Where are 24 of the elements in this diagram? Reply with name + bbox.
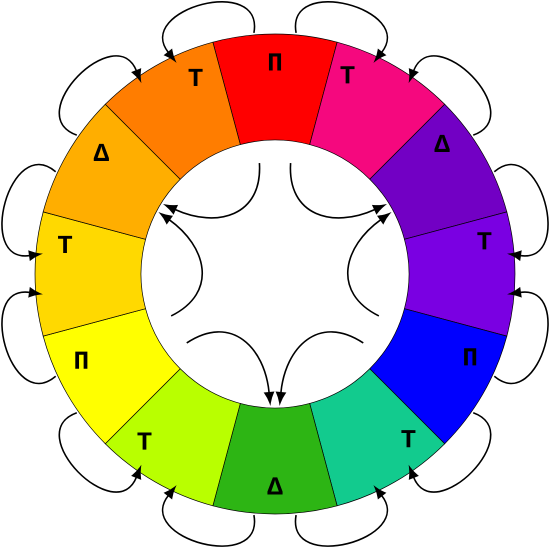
- color-segment: Т: [404, 212, 516, 336]
- arrow: [276, 331, 364, 404]
- color-segment: П: [212, 34, 338, 145]
- arrow: [295, 486, 388, 547]
- arrow: [165, 163, 260, 219]
- arrow: [408, 56, 492, 136]
- arrow: [347, 213, 390, 317]
- arrow: [408, 412, 492, 492]
- color-segment: Т: [104, 368, 241, 506]
- arrow: [290, 163, 385, 219]
- color-segment: Δ: [212, 403, 338, 514]
- arrow: [1, 288, 56, 384]
- arrow: [295, 1, 388, 62]
- arrow: [1, 164, 56, 260]
- color-segment: Т: [34, 212, 146, 336]
- arrow: [58, 412, 142, 492]
- arrow: [162, 486, 255, 547]
- arrow: [494, 164, 549, 260]
- arrow: [58, 56, 142, 136]
- arrow: [160, 213, 203, 317]
- color-segment: Т: [309, 368, 446, 506]
- arrow: [162, 1, 255, 62]
- arrow: [186, 331, 274, 404]
- arrow: [494, 288, 549, 384]
